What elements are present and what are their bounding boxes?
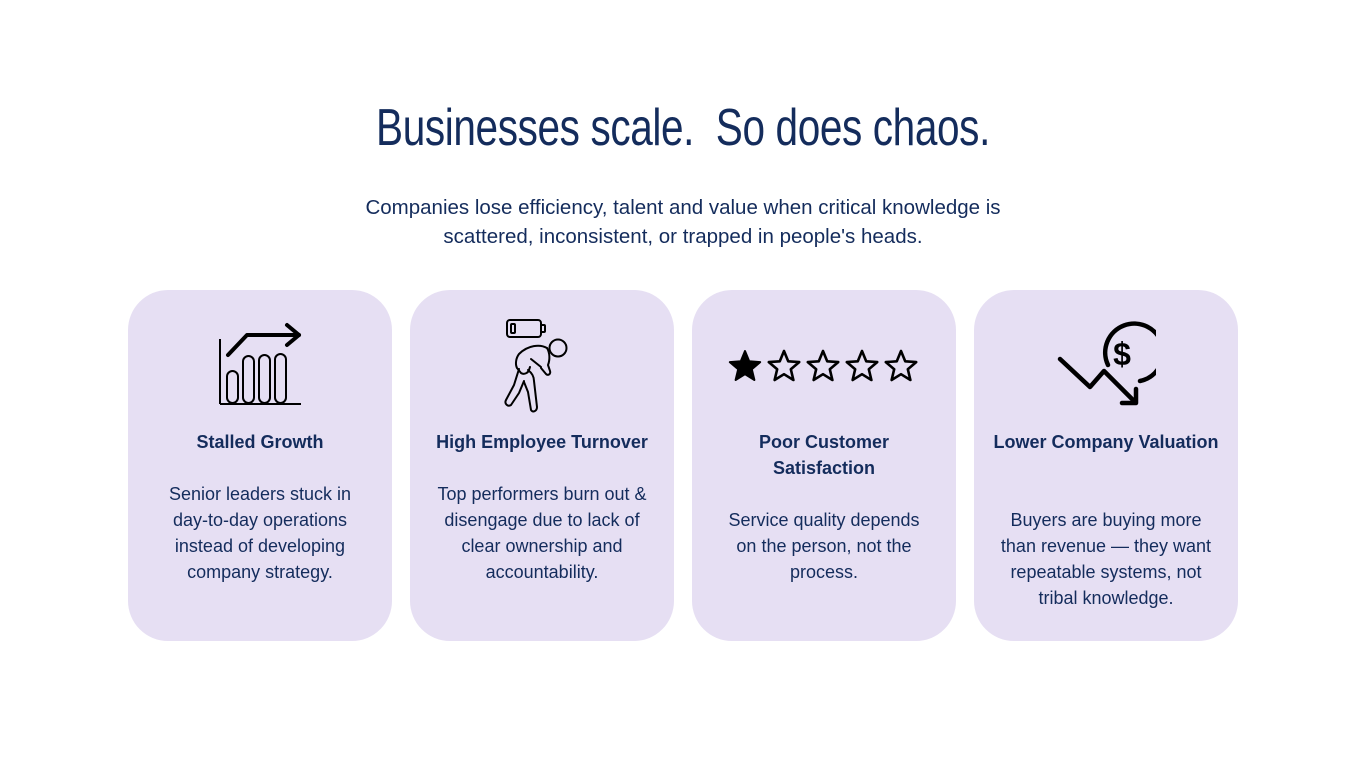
problem-cards: Stalled Growth Senior leaders stuck in d…	[128, 290, 1238, 641]
page-headline: Businesses scale. So does chaos.	[376, 99, 990, 157]
card-title: High Employee Turnover	[436, 432, 648, 452]
one-star-rating-icon	[692, 318, 956, 414]
star-empty-icon	[884, 349, 918, 382]
card-description: Service quality depends on the person, n…	[728, 510, 920, 582]
card-poor-customer-satisfaction: Poor Customer Satisfaction Service quali…	[692, 290, 956, 641]
star-empty-icon	[845, 349, 879, 382]
growth-chart-icon	[128, 318, 392, 414]
card-description: Top performers burn out & disengage due …	[437, 484, 647, 582]
card-title: Poor Customer Satisfaction	[758, 432, 890, 478]
declining-value-icon: $	[974, 318, 1238, 414]
card-title: Lower Company Valuation	[993, 432, 1219, 452]
svg-text:$: $	[1113, 336, 1131, 372]
card-lower-company-valuation: $ Lower Company Valuation Buyers are buy…	[974, 290, 1238, 641]
star-empty-icon	[767, 349, 801, 382]
card-description: Senior leaders stuck in day-to-day opera…	[168, 484, 352, 582]
star-filled-icon	[728, 350, 762, 381]
star-empty-icon	[806, 349, 840, 382]
card-title: Stalled Growth	[196, 432, 324, 452]
page-subheading: Companies lose efficiency, talent and va…	[365, 196, 1001, 248]
card-stalled-growth: Stalled Growth Senior leaders stuck in d…	[128, 290, 392, 641]
card-description: Buyers are buying more than revenue — th…	[1000, 510, 1212, 608]
card-high-employee-turnover: High Employee Turnover Top performers bu…	[410, 290, 674, 641]
exhausted-worker-icon	[410, 318, 674, 414]
